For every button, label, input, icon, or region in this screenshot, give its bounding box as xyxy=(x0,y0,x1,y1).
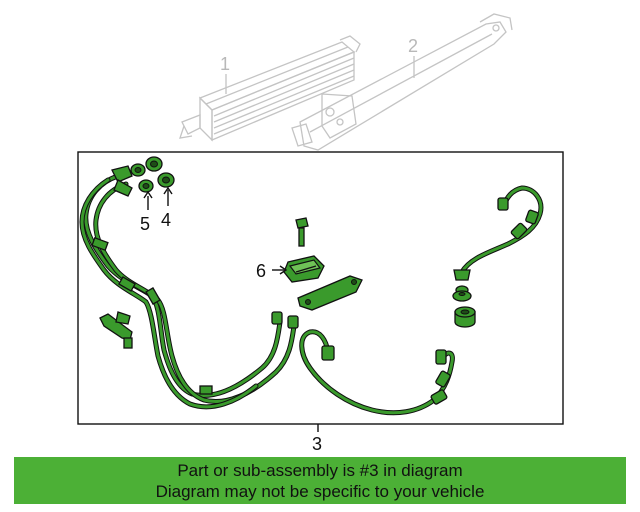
parts-diagram: 1 2 xyxy=(77,13,564,454)
bushing xyxy=(454,306,476,328)
clip-part-6 xyxy=(283,255,325,283)
banner-line-part: Part or sub-assembly is #3 in diagram xyxy=(177,461,463,480)
leader-arrow-6 xyxy=(279,265,288,275)
callout-6: 6 xyxy=(256,261,266,281)
leader-arrow-5 xyxy=(143,190,153,199)
hose-clip-bracket xyxy=(99,311,133,349)
right-hose xyxy=(453,185,544,281)
info-banner: Part or sub-assembly is #3 in diagram Di… xyxy=(14,457,626,504)
left-hose-bundle xyxy=(79,165,299,410)
callout-3: 3 xyxy=(312,434,322,454)
seal-part-4 xyxy=(145,156,175,188)
bracket-part-2 xyxy=(291,13,513,151)
callout-1: 1 xyxy=(220,54,230,74)
callout-5: 5 xyxy=(140,214,150,234)
bracket-plate xyxy=(297,275,363,311)
cooler-part-1 xyxy=(179,35,361,142)
assembly-frame xyxy=(77,151,564,425)
banner-line-disclaimer: Diagram may not be specific to your vehi… xyxy=(155,482,485,501)
leader-arrow-4 xyxy=(163,186,173,195)
callout-2: 2 xyxy=(408,36,418,56)
grommet xyxy=(452,285,472,302)
seal-part-5 xyxy=(130,163,154,193)
center-hose xyxy=(299,329,455,416)
callout-4: 4 xyxy=(161,210,171,230)
bolt xyxy=(295,217,309,247)
